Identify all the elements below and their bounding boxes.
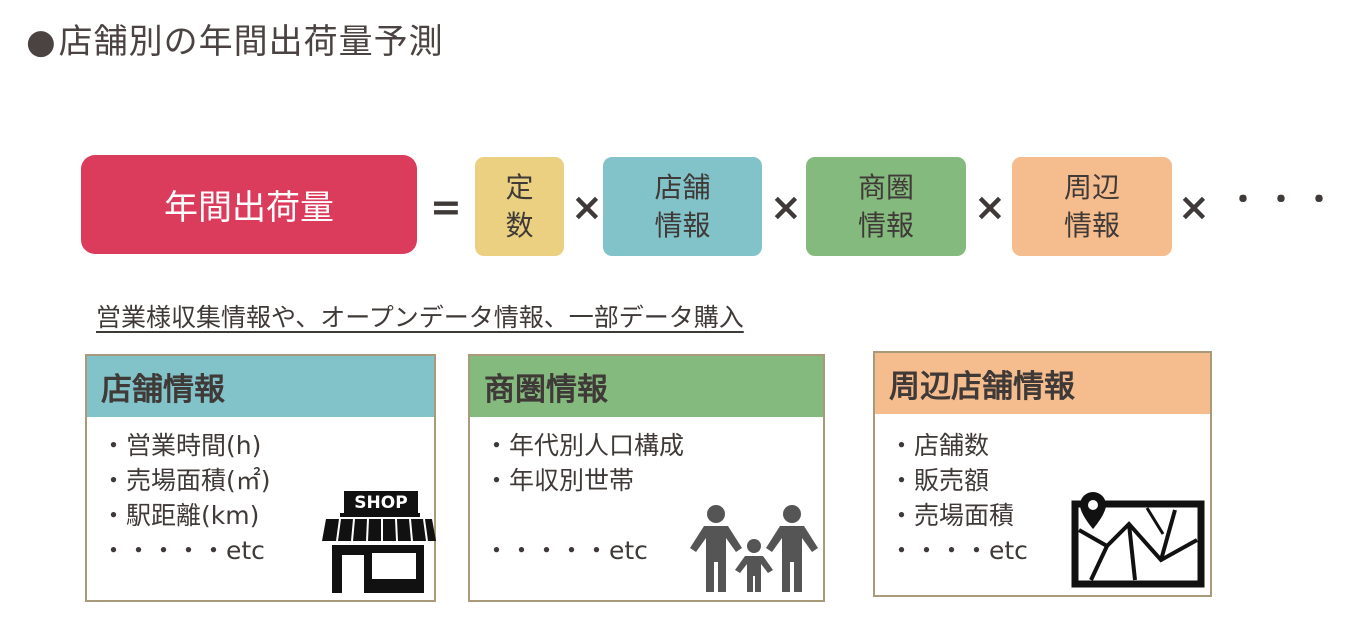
equals-sign: = — [430, 185, 462, 229]
card-header: 店舗情報 — [87, 356, 434, 417]
list-item: ・販売額 — [889, 466, 990, 495]
card-surrounding-store-info: 周辺店舗情報 ・店舗数 ・販売額 ・売場面積 ・・・・etc — [873, 351, 1212, 597]
list-item: ・年収別世帯 — [484, 466, 635, 495]
times-sign-2: × — [770, 185, 802, 229]
term-trade-area-info: 商圏 情報 — [806, 157, 966, 256]
card-header: 商圏情報 — [470, 356, 823, 417]
term-constant: 定 数 — [475, 157, 564, 256]
list-item: ・・・・・etc — [484, 536, 648, 565]
times-sign-3: × — [974, 185, 1006, 229]
times-sign-1: × — [571, 185, 603, 229]
times-sign-4: × — [1178, 185, 1210, 229]
list-item: ・・・・・etc — [101, 536, 265, 565]
data-source-note: 営業様収集情報や、オープンデータ情報、一部データ購入 — [96, 303, 744, 332]
list-item: ・営業時間(h) — [101, 431, 262, 460]
card-header: 周辺店舗情報 — [875, 353, 1210, 414]
formula-result-box: 年間出荷量 — [81, 155, 417, 254]
map-pin-icon — [1071, 492, 1205, 588]
ellipsis: ・・・ — [1228, 183, 1342, 218]
family-icon — [690, 505, 818, 592]
list-item: ・売場面積 — [889, 501, 1015, 530]
card-store-info: 店舗情報 ・営業時間(h) ・売場面積(㎡) ・駅距離(km) ・・・・・etc… — [85, 354, 436, 602]
title-bullet: ● — [26, 22, 57, 62]
list-item: ・売場面積(㎡) — [101, 466, 271, 495]
term-store-info: 店舗 情報 — [603, 157, 762, 256]
card-trade-area-info: 商圏情報 ・年代別人口構成 ・年収別世帯 ・・・・・etc — [468, 354, 825, 602]
list-item: ・・・・etc — [889, 536, 1028, 565]
shop-icon: SHOP — [322, 491, 436, 593]
term-surrounding-info: 周辺 情報 — [1012, 157, 1172, 256]
shop-sign-text: SHOP — [354, 493, 407, 513]
page-title: ●店舗別の年間出荷量予測 — [26, 14, 444, 63]
title-text: 店舗別の年間出荷量予測 — [58, 22, 444, 62]
list-item: ・駅距離(km) — [101, 501, 260, 530]
list-item: ・店舗数 — [889, 431, 990, 460]
list-item: ・年代別人口構成 — [484, 431, 685, 460]
